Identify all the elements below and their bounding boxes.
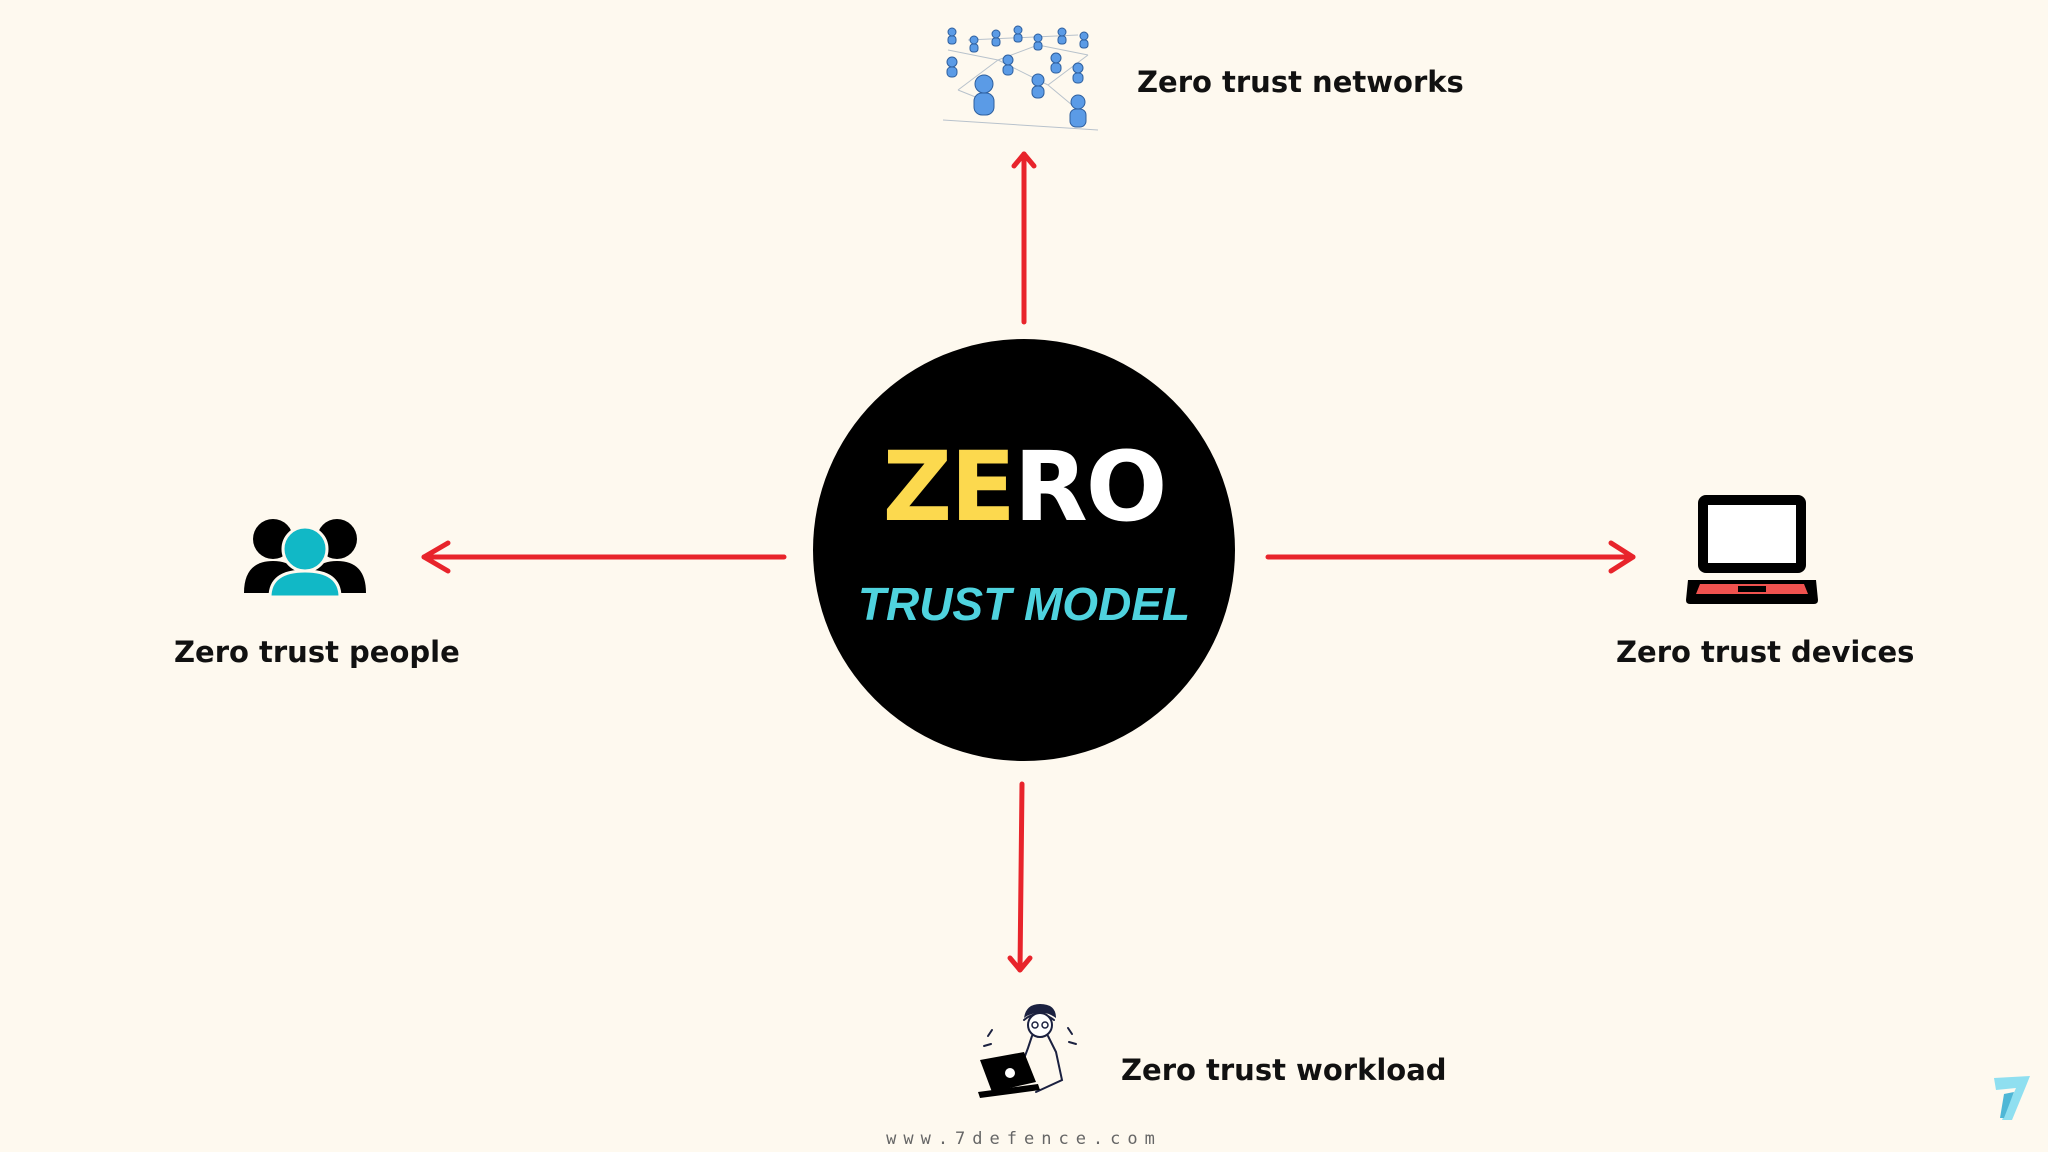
seven-logo-icon: [1994, 1076, 2030, 1120]
network-people-icon: [942, 25, 1099, 131]
hub-title: ZERO: [813, 439, 1235, 535]
laptop-icon: [1686, 495, 1818, 604]
label-workload: Zero trust workload: [1121, 1053, 1447, 1087]
label-networks: Zero trust networks: [1137, 65, 1464, 99]
label-devices: Zero trust devices: [1616, 635, 1915, 669]
hub-title-accent: ZE: [882, 431, 1016, 543]
arrow-to-workload: [1017, 781, 1025, 973]
footer-url: www.7defence.com: [886, 1129, 1162, 1149]
person-with-laptop-icon: [978, 1004, 1077, 1098]
hub-subtitle: TRUST MODEL: [857, 578, 1191, 630]
label-people: Zero trust people: [174, 635, 460, 669]
hub-circle: ZERO TRUST MODEL: [813, 339, 1235, 761]
people-group-icon: [244, 519, 366, 597]
hub-title-rest: RO: [1013, 431, 1168, 543]
